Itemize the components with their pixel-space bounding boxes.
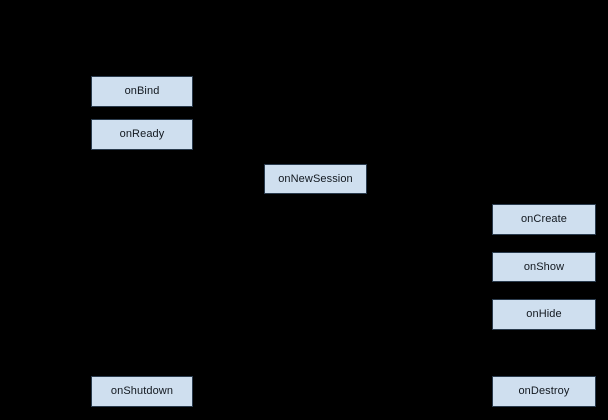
node-label: onShutdown: [110, 385, 174, 397]
node-label: onCreate: [520, 213, 568, 225]
node-onnewsession[interactable]: onNewSession: [264, 164, 367, 194]
node-onshow[interactable]: onShow: [492, 252, 596, 282]
node-label: onReady: [119, 128, 165, 140]
node-oncreate[interactable]: onCreate: [492, 204, 596, 235]
node-label: onNewSession: [278, 172, 353, 185]
node-onshutdown[interactable]: onShutdown: [91, 376, 193, 407]
node-onready[interactable]: onReady: [91, 119, 193, 150]
node-onhide[interactable]: onHide: [492, 299, 596, 330]
node-onbind[interactable]: onBind: [91, 76, 193, 107]
node-label: onBind: [124, 85, 160, 97]
node-label: onHide: [526, 308, 562, 320]
node-label: onDestroy: [518, 385, 570, 397]
node-ondestroy[interactable]: onDestroy: [492, 376, 596, 407]
node-label: onShow: [523, 260, 565, 273]
